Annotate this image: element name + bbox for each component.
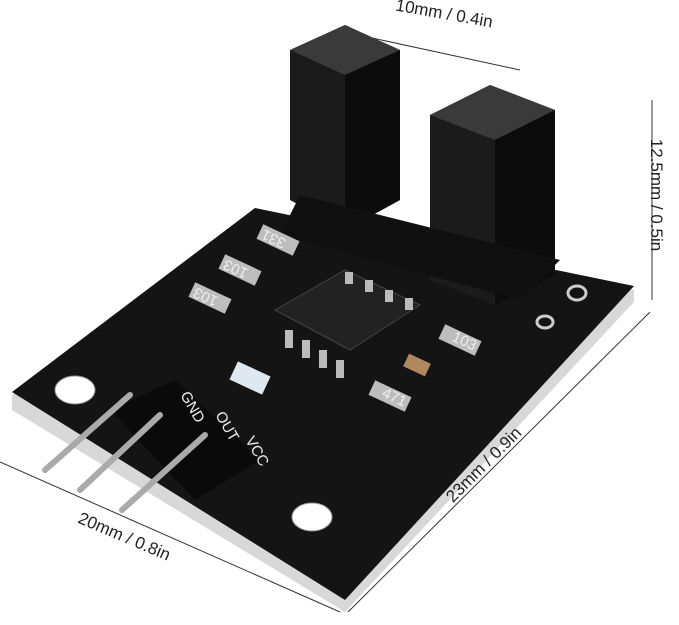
led — [229, 361, 271, 395]
mounting-hole — [54, 375, 96, 405]
pin-header — [110, 380, 260, 500]
header-pins — [42, 392, 208, 513]
via-pad — [566, 284, 588, 302]
mounting-hole — [291, 502, 333, 532]
height-label: 12.5mm / 0.5in — [647, 138, 667, 252]
pcb-board — [12, 208, 634, 600]
smd-resistors — [188, 224, 482, 412]
ic-chip — [273, 269, 422, 378]
via-pad — [535, 314, 555, 330]
slot-sensor — [280, 25, 560, 305]
dimension-lines — [0, 29, 653, 613]
